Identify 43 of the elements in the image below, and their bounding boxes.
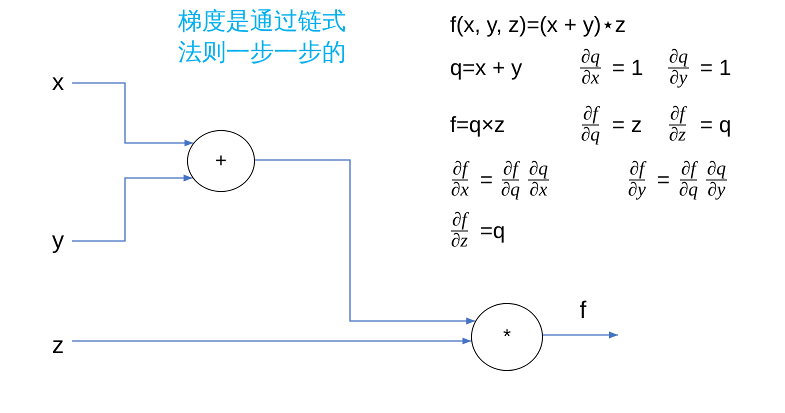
title: 梯度是通过链式法则一步一步的	[177, 6, 347, 68]
formula-text: =	[657, 167, 670, 193]
fraction-numerator: ∂f	[502, 160, 519, 180]
fraction-numerator: ∂f	[582, 104, 599, 126]
formula-text: f(x, y, z)=(x + y)⋆z	[450, 12, 626, 38]
fraction-denominator: ∂q	[500, 180, 521, 200]
fraction-numerator: ∂f	[680, 160, 697, 180]
formula-text: =	[480, 167, 493, 193]
arrow	[542, 332, 618, 338]
arrow	[72, 338, 472, 344]
variable-label: z	[44, 331, 72, 361]
fraction-numerator: ∂q	[668, 48, 689, 68]
fraction-denominator: ∂x	[580, 68, 600, 88]
fraction-denominator: ∂q	[580, 126, 601, 146]
fraction-numerator: ∂q	[528, 160, 549, 180]
fraction-numerator: ∂f	[451, 210, 468, 232]
arrow	[255, 159, 476, 324]
formula-text: = q	[700, 112, 732, 138]
fraction-numerator: ∂q	[706, 160, 727, 180]
variable-label: y	[44, 226, 72, 256]
formula-text: = 1	[700, 55, 732, 81]
operation-circle: +	[187, 130, 255, 192]
variable-label: x	[44, 68, 72, 98]
arrow	[72, 82, 194, 146]
fraction-numerator: ∂f	[452, 160, 468, 180]
fraction-numerator: ∂f	[669, 104, 686, 126]
fraction-numerator: ∂q	[580, 48, 601, 68]
fraction-denominator: ∂y	[668, 68, 688, 88]
arrow	[72, 174, 193, 242]
fraction-denominator: ∂z	[450, 232, 469, 252]
fraction-denominator: ∂y	[627, 180, 647, 200]
operation-circle: *	[471, 303, 543, 371]
fraction-denominator: ∂y	[706, 180, 726, 200]
formula-text: = 1	[612, 55, 644, 81]
formula-text: f=q×z	[450, 112, 506, 138]
formula-text: q=x + y	[450, 55, 522, 81]
fraction-denominator: ∂x	[528, 180, 548, 200]
fraction-denominator: ∂x	[450, 180, 470, 200]
formula-text: =q	[480, 218, 506, 244]
fraction-denominator: ∂z	[668, 126, 687, 146]
fraction-numerator: ∂f	[628, 160, 646, 180]
fraction-denominator: ∂q	[678, 180, 699, 200]
formula-text: = z	[612, 112, 642, 138]
